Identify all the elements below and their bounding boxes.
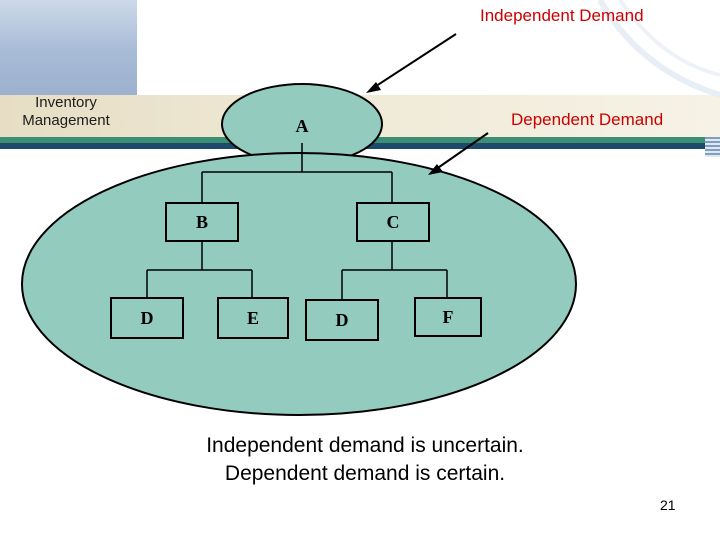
page-number: 21 bbox=[660, 497, 676, 513]
node-f: F bbox=[414, 297, 482, 337]
node-a: A bbox=[295, 115, 309, 136]
node-c: C bbox=[356, 202, 430, 242]
dependent-demand-label: Dependent Demand bbox=[511, 110, 664, 129]
dependent-demand-arrow bbox=[431, 132, 489, 173]
independent-demand-arrow bbox=[369, 33, 457, 91]
independent-demand-label: Independent Demand bbox=[480, 6, 644, 25]
node-d-left: D bbox=[110, 297, 184, 339]
caption-line-1: Independent demand is uncertain. bbox=[206, 434, 524, 457]
dependent-demand-ellipse bbox=[21, 152, 577, 416]
dependent-demand-arrowhead bbox=[428, 164, 443, 175]
node-e: E bbox=[217, 297, 289, 339]
caption: Independent demand is uncertain. Depende… bbox=[160, 432, 570, 488]
corner-swoosh-decoration bbox=[597, 0, 720, 98]
section-title: Inventory Management bbox=[22, 94, 110, 129]
node-d-right: D bbox=[305, 299, 379, 341]
tree-connectors bbox=[146, 143, 448, 299]
node-b: B bbox=[165, 202, 239, 242]
right-edge-tab bbox=[705, 137, 720, 157]
caption-line-2: Dependent demand is certain. bbox=[224, 462, 506, 485]
independent-demand-arrowhead bbox=[366, 82, 381, 93]
